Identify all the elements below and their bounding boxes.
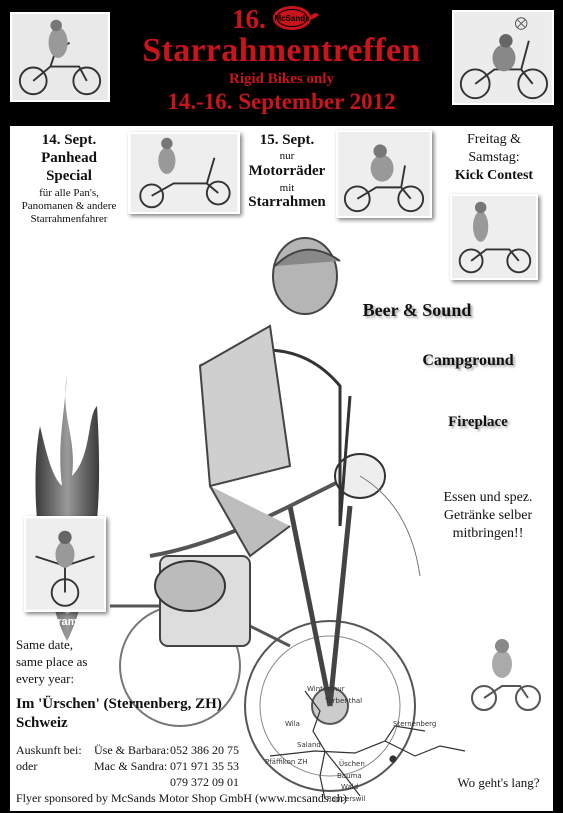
location-line2: Schweiz xyxy=(16,715,68,731)
panhead-line1: Panhead xyxy=(41,150,97,166)
map-label: Wila xyxy=(285,720,300,728)
same-line1: Same date, xyxy=(16,637,74,652)
motorrad-line4: Starrahmen xyxy=(248,194,326,210)
flyer-sheet: 14. Sept. Panhead Special für alle Pan's… xyxy=(10,126,553,811)
panhead-photo xyxy=(128,132,240,214)
map-label: Winterthur xyxy=(307,685,345,693)
map-label: Pfäffikon ZH xyxy=(265,758,308,766)
location-line1: Im 'Ürschen' (Sternenberg, ZH) xyxy=(16,696,222,712)
map-label: Wald xyxy=(341,783,358,791)
same-place-photo xyxy=(24,516,106,612)
motorrad-photo xyxy=(336,130,432,218)
header-photo-right xyxy=(452,10,554,105)
motorrad-line1: nur xyxy=(279,150,295,162)
event-title: Starrahmentreffen xyxy=(142,32,421,69)
event-subtitle: Rigid Bikes only xyxy=(228,71,335,87)
edition-number: 16. xyxy=(232,4,266,34)
contact-phone2: 071 971 35 53 xyxy=(170,759,239,773)
contact-name1: Üse & Barbara: xyxy=(94,743,170,757)
wo-geht-photo xyxy=(462,626,548,716)
header: 16. McSands Starrahmentreffen Rigid Bike… xyxy=(0,0,563,122)
map-label: Üschen xyxy=(339,759,365,768)
feature-beer: Beer & Sound xyxy=(362,300,472,320)
kick-photo xyxy=(450,194,538,280)
contact-label2: oder xyxy=(16,759,38,773)
kick-line2: Samstag: xyxy=(468,150,520,165)
panhead-line4: Panomanen & andere xyxy=(21,200,117,212)
map-label: Sternenberg xyxy=(393,720,436,728)
kick-line1: Freitag & xyxy=(466,132,522,147)
route-map: Winterthur Turbenthal Wila Saland Pfäffi… xyxy=(265,685,466,803)
map-label: Rapperswil xyxy=(327,795,365,803)
map-label: Saland xyxy=(297,741,321,749)
contact-label1: Auskunft bei: xyxy=(16,743,82,757)
map-question: Wo geht's lang? xyxy=(457,775,540,790)
header-photo-left xyxy=(10,12,110,102)
event-date: 14.-16. September 2012 xyxy=(167,89,396,114)
same-line2: same place as xyxy=(16,654,88,669)
feature-essen1: Essen und spez. xyxy=(443,490,533,505)
contact-phone3: 079 372 09 01 xyxy=(170,775,239,789)
kick-line3: Kick Contest xyxy=(454,168,534,183)
panhead-line5: Starrahmenfahrer xyxy=(30,213,108,225)
contact-phone1: 052 386 20 75 xyxy=(170,743,239,757)
logo-text: McSands xyxy=(274,14,310,23)
feature-fire: Fireplace xyxy=(448,414,508,430)
motorrad-date: 15. Sept. xyxy=(259,132,315,148)
motorrad-line2: Motorräder xyxy=(248,163,326,179)
panhead-line3: für alle Pan's, xyxy=(39,187,99,199)
mcsands-logo: McSands xyxy=(273,6,319,30)
flame-label-line2: Frame xyxy=(50,616,83,628)
feature-essen3: mitbringen!! xyxy=(452,526,524,541)
footer-sponsor: Flyer sponsored by McSands Motor Shop Gm… xyxy=(16,791,347,805)
contact-name2: Mac & Sandra: xyxy=(94,759,168,773)
same-line3: every year: xyxy=(16,671,75,686)
biker-illustration xyxy=(110,237,421,792)
map-label: Turbenthal xyxy=(324,697,362,705)
panhead-date: 14. Sept. xyxy=(41,132,97,148)
feature-camp: Campground xyxy=(422,352,514,369)
feature-essen2: Getränke selber xyxy=(443,508,533,523)
panhead-line2: Special xyxy=(46,168,92,184)
motorrad-line3: mit xyxy=(279,182,295,194)
map-label: Bauma xyxy=(337,772,362,780)
